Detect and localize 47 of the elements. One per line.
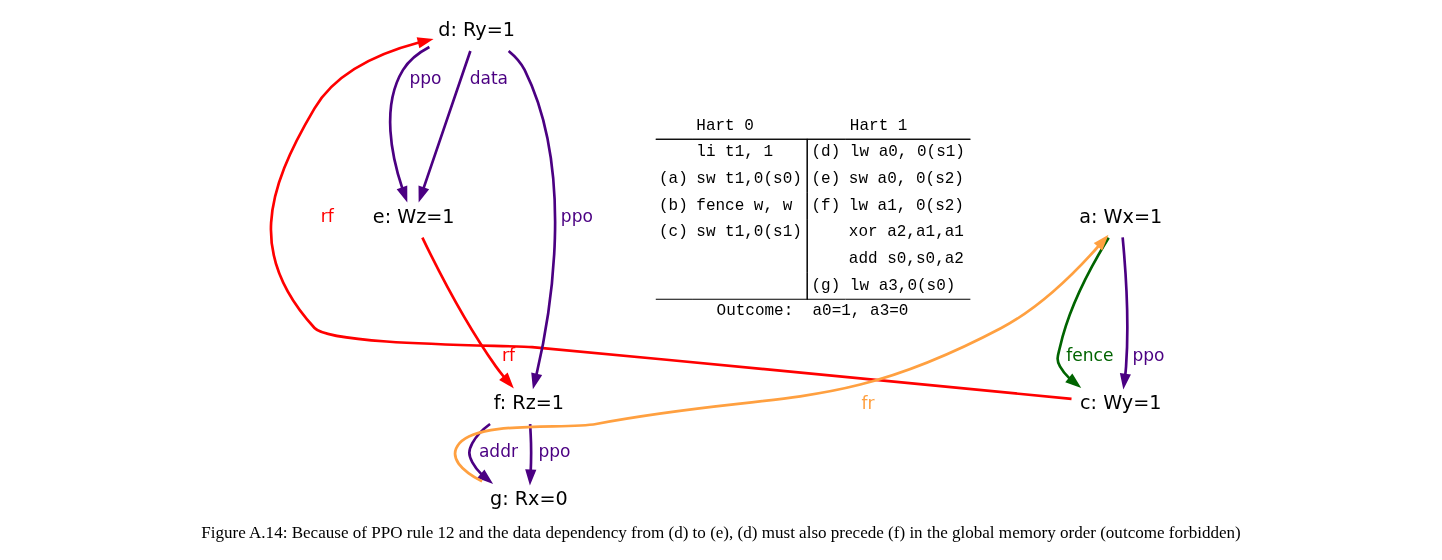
- caption: Figure A.14: Because of PPO rule 12 and the data dependency from (d) to (e), (d) must also precede (f) in the global memory order (outcome forbidden): [201, 522, 1241, 542]
- label: (d): [811, 143, 841, 162]
- node-text: e: Wz=1: [372, 204, 455, 228]
- arrow: [453, 234, 1109, 483]
- edge-label: addr: [478, 440, 519, 461]
- label: lw a3,0(s0): [849, 276, 956, 295]
- label: sw t1,0(s1): [696, 223, 802, 242]
- label: Hart 0: [696, 116, 754, 135]
- label: sw t1,0(s0): [696, 169, 802, 188]
- label: lw a1, 0(s2): [848, 196, 964, 215]
- edge-label: data: [469, 67, 509, 88]
- label: fence w, w: [696, 196, 793, 215]
- arrow: [507, 49, 557, 390]
- label: (c): [658, 223, 688, 242]
- arrow: [421, 237, 514, 389]
- arrow: [269, 37, 1072, 401]
- node-text: g: Rx=0: [490, 487, 568, 511]
- node-text: c: Wy=1: [1080, 391, 1162, 415]
- label: (e): [811, 169, 841, 188]
- label: Outcome: a0=1, a3=0: [716, 302, 909, 321]
- edge-label: fence: [1066, 344, 1114, 365]
- label: (g): [811, 276, 841, 295]
- node-text: d: Ry=1: [438, 18, 515, 42]
- edge-label: ppo: [560, 206, 593, 227]
- edge-label: ppo: [538, 440, 571, 461]
- label: xor a2,a1,a1: [848, 223, 964, 242]
- label: Hart 1: [849, 116, 908, 135]
- arrow: [1119, 237, 1131, 390]
- label: sw a0, 0(s2): [848, 169, 964, 188]
- edge-label: fr: [861, 392, 875, 413]
- edge-label: ppo: [1132, 344, 1165, 365]
- label: lw a0, 0(s1): [849, 143, 965, 162]
- arrow: [525, 423, 537, 486]
- edge-label: ppo: [409, 67, 442, 88]
- label: (f): [811, 196, 841, 215]
- arrow: [388, 45, 430, 203]
- label: (b): [658, 196, 688, 215]
- node-text: f: Rz=1: [493, 391, 565, 415]
- label: li t1, 1: [696, 143, 774, 162]
- edge-label: rf: [502, 344, 516, 365]
- arrow: [468, 422, 494, 485]
- edge-label: rf: [320, 206, 334, 227]
- arrow: [418, 50, 472, 203]
- label: add s0,s0,a2: [848, 249, 964, 268]
- node-text: a: Wx=1: [1079, 204, 1163, 228]
- arrow: [1056, 237, 1110, 388]
- label: (a): [658, 169, 688, 188]
